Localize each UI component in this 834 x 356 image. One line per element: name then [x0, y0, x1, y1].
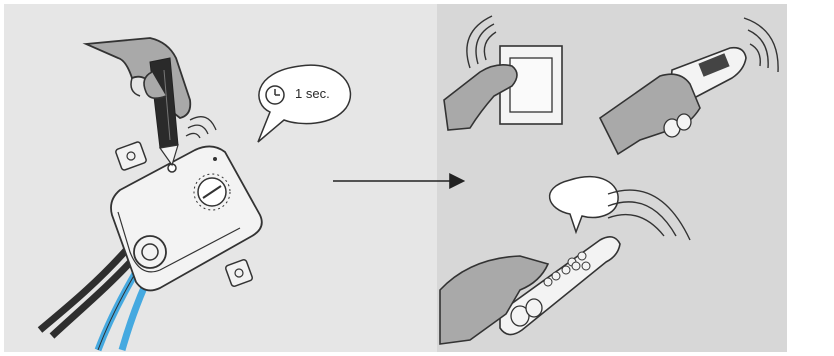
large-remote-scene	[439, 175, 691, 345]
hand-holding-large-remote	[439, 255, 550, 345]
clock-icon	[265, 85, 285, 105]
signal-waves-switch	[466, 15, 497, 69]
wall-switch-scene	[443, 15, 563, 131]
signal-waves-remote	[743, 17, 779, 73]
speech-bubble-empty	[548, 175, 619, 235]
receiver-module	[110, 141, 263, 292]
speech-bubble	[257, 64, 352, 143]
hand-with-pen	[82, 37, 192, 167]
signal-waves-small	[185, 116, 217, 139]
handheld-remote-scene	[598, 17, 779, 156]
bubble-duration-label: 1 sec.	[295, 86, 330, 101]
signal-waves-large	[607, 189, 691, 241]
hand-pressing-switch	[443, 64, 518, 131]
